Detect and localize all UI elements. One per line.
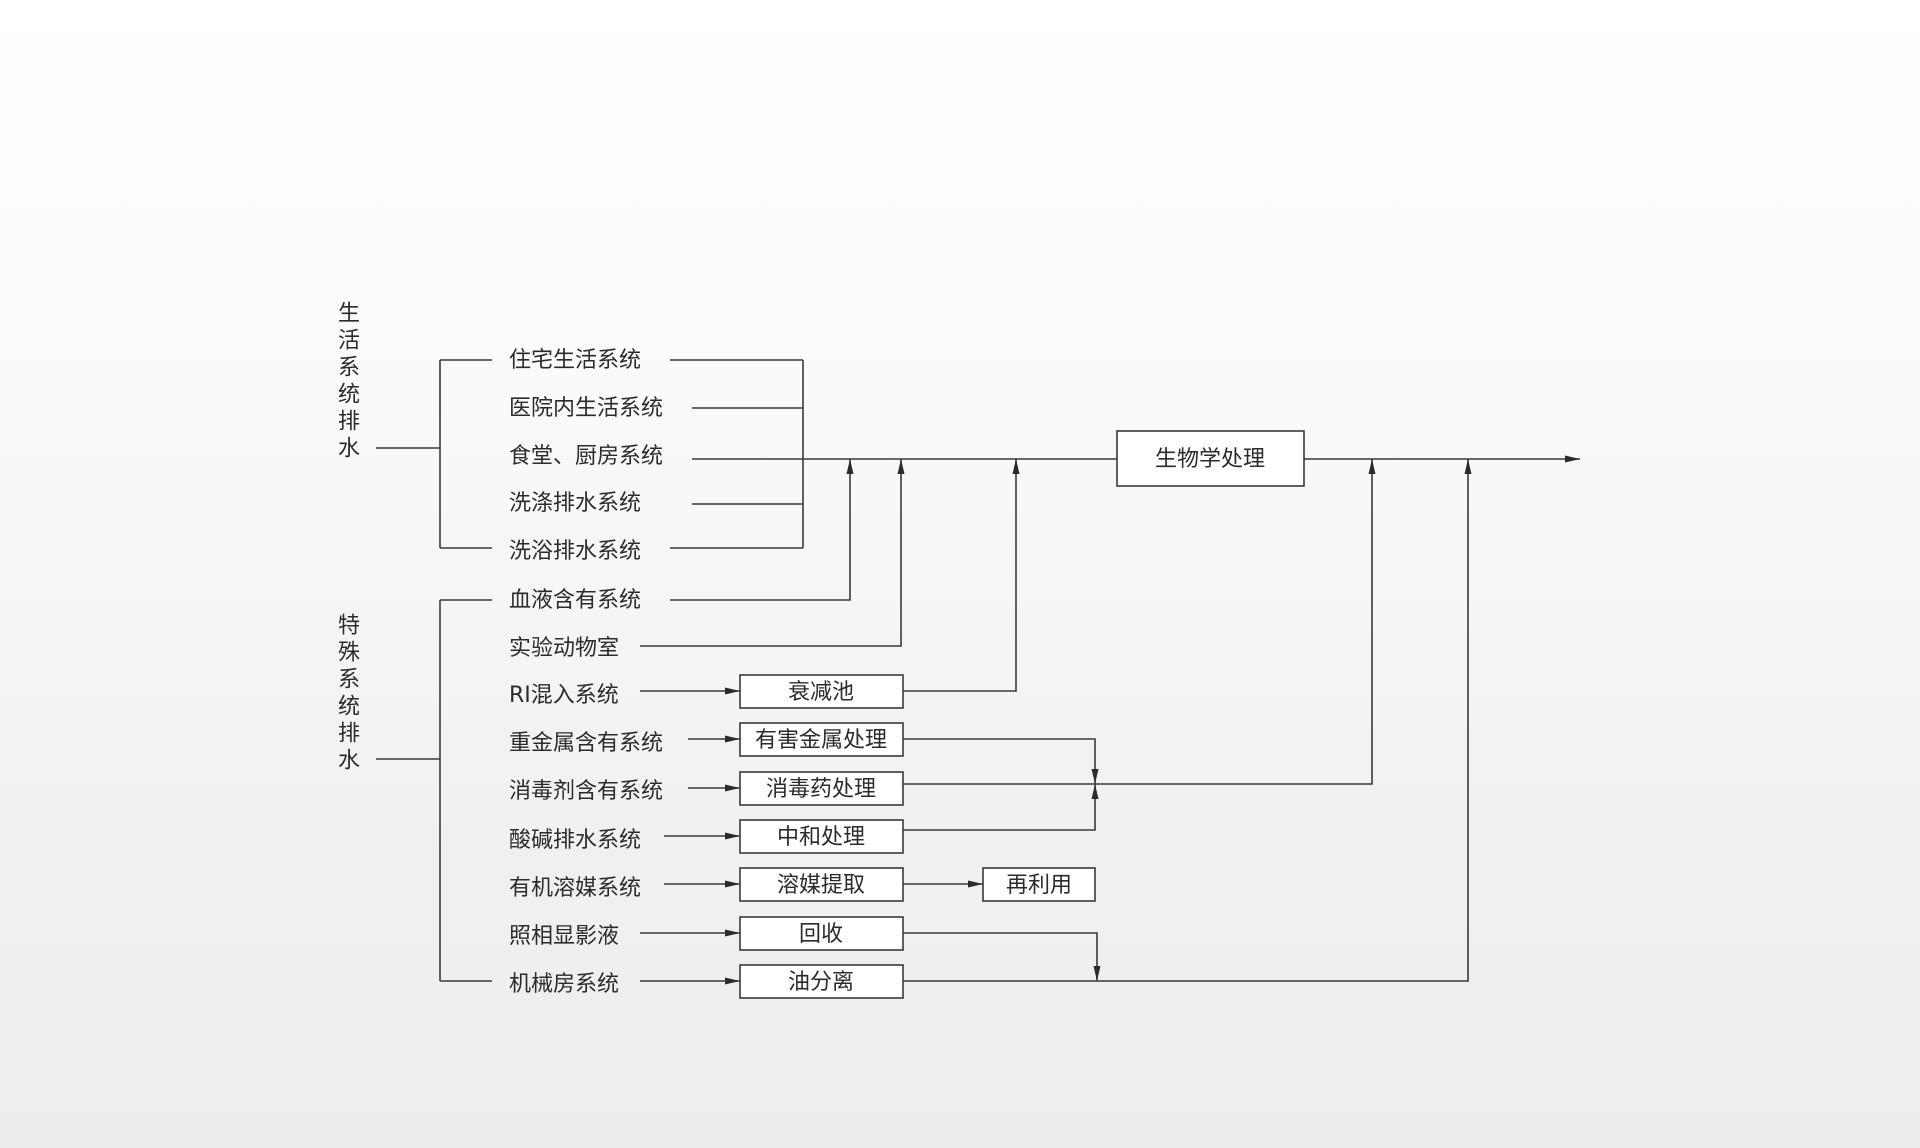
- decay-tank-label: 衰减池: [788, 680, 854, 705]
- biological-treatment-box: 生物学处理: [1116, 430, 1305, 487]
- reuse-box: 再利用: [982, 867, 1096, 902]
- flow-lab-animal: [640, 459, 905, 647]
- chemical-treatment-merge: [903, 459, 1376, 831]
- biological-treatment-label: 生物学处理: [1155, 447, 1265, 472]
- source-ri: RI混入系统: [509, 683, 619, 708]
- harmful-metal-box: 有害金属处理: [739, 722, 904, 757]
- decay-tank-box: 衰减池: [739, 674, 904, 709]
- neutralize-label: 中和处理: [777, 825, 865, 850]
- living-group-bracket: [376, 359, 492, 549]
- source-bathing: 洗浴排水系统: [509, 539, 641, 564]
- disinfectant-treat-label: 消毒药处理: [766, 777, 876, 802]
- neutralize-box: 中和处理: [739, 819, 904, 854]
- source-blood: 血液含有系统: [509, 588, 641, 613]
- source-disinfectant: 消毒剂含有系统: [509, 779, 663, 804]
- special-group-bracket: [376, 599, 492, 982]
- recovery-oil-merge: [903, 459, 1472, 982]
- oil-separation-label: 油分离: [788, 970, 854, 995]
- group-label-special-drainage: 特殊系统排水: [338, 614, 360, 774]
- source-photo-developer: 照相显影液: [509, 924, 619, 949]
- solvent-extract-label: 溶媒提取: [777, 873, 865, 898]
- harmful-metal-label: 有害金属处理: [755, 728, 887, 753]
- living-collector-lines: [670, 359, 804, 549]
- disinfectant-treat-box: 消毒药处理: [739, 771, 904, 806]
- source-lab-animal: 实验动物室: [509, 636, 619, 661]
- recovery-label: 回收: [799, 922, 843, 947]
- flow-blood: [670, 459, 854, 601]
- source-organic-solvent: 有机溶媒系统: [509, 876, 641, 901]
- source-machine-room: 机械房系统: [509, 972, 619, 997]
- reuse-label: 再利用: [1006, 873, 1072, 898]
- oil-separation-box: 油分离: [739, 964, 904, 999]
- source-residential: 住宅生活系统: [509, 348, 641, 373]
- flow-decay-tank: [903, 459, 1020, 692]
- source-to-process-arrows: [640, 687, 740, 985]
- group-label-living-drainage: 生活系统排水: [338, 302, 360, 462]
- source-hospital-living: 医院内生活系统: [509, 396, 663, 421]
- source-washing: 洗涤排水系统: [509, 491, 641, 516]
- solvent-extract-box: 溶媒提取: [739, 867, 904, 902]
- source-canteen-kitchen: 食堂、厨房系统: [509, 444, 663, 469]
- recovery-box: 回收: [739, 916, 904, 951]
- source-acid-alkali: 酸碱排水系统: [509, 828, 641, 853]
- source-heavy-metal: 重金属含有系统: [509, 731, 663, 756]
